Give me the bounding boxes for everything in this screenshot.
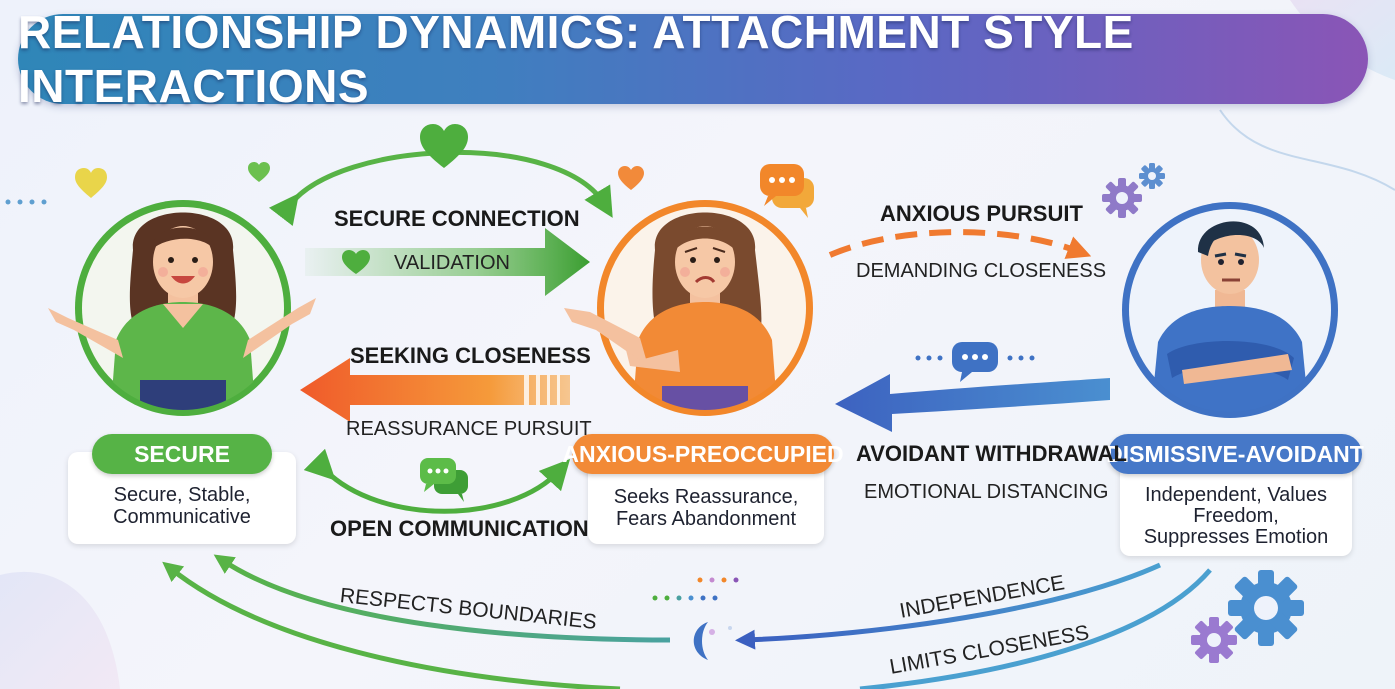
heart-icon: [618, 166, 644, 190]
gear-icon: [1139, 163, 1165, 189]
anxious-pursuit-label: ANXIOUS PURSUIT: [880, 201, 1083, 226]
anxious-badge: ANXIOUS-PREOCCUPIED: [562, 434, 844, 474]
avoidant-badge-label: DISMISSIVE-AVOIDANT: [1106, 440, 1364, 467]
heart-icon: [248, 162, 270, 182]
secure-avatar: [48, 200, 316, 416]
heart-icon: [420, 124, 468, 168]
gear-icon: [1102, 178, 1142, 218]
avoidant-withdrawal-band-arrow: [835, 374, 1110, 432]
chat-bubble-icon: [760, 164, 814, 218]
avoidant-desc-line: Independent, Values: [1144, 483, 1327, 506]
avoidant-withdrawal-label: AVOIDANT WITHDRAWAL: [856, 441, 1127, 466]
validation-band-arrow: [305, 228, 590, 296]
respects-boundaries-arrow: [213, 554, 671, 643]
anxious-desc-line: Seeks Reassurance,: [613, 486, 799, 508]
heart-icon: [75, 168, 107, 198]
avoidant-avatar: [1122, 202, 1338, 418]
reassurance-pursuit-label: REASSURANCE PURSUIT: [346, 418, 592, 440]
secure-badge: SECURE: [92, 434, 272, 474]
outer-return-arrow: [162, 561, 621, 689]
gear-icon: [1228, 570, 1304, 646]
avoidant-desc-line: Freedom,: [1193, 504, 1279, 527]
dotted-trail-left: [5, 199, 47, 205]
demanding-closeness-label: DEMANDING CLOSENESS: [856, 260, 1107, 282]
secure-desc-line: Secure, Stable,: [113, 484, 251, 506]
emotional-distancing-label: EMOTIONAL DISTANCING: [864, 481, 1109, 503]
chat-bubble-icon: [952, 342, 998, 382]
open-communication-arrow: [303, 448, 571, 514]
secure-desc-line: Communicative: [113, 506, 251, 528]
secure-connection-label: SECURE CONNECTION: [334, 206, 580, 231]
chat-bubble-icon: [420, 458, 468, 502]
open-communication-label: OPEN COMMUNICATION: [330, 516, 589, 541]
title-banner: RELATIONSHIP DYNAMICS: ATTACHMENT STYLE …: [18, 6, 1368, 112]
seeking-closeness-label: SEEKING CLOSENESS: [350, 343, 591, 368]
anxious-badge-label: ANXIOUS-PREOCCUPIED: [562, 440, 844, 467]
dotted-trail-bottom: [652, 577, 739, 601]
independence-arrow: [735, 562, 1162, 650]
avoidant-description: Independent, Values Freedom, Suppresses …: [1120, 460, 1352, 556]
anxious-desc-line: Fears Abandonment: [615, 508, 797, 530]
seeking-closeness-band-arrow: [300, 358, 570, 422]
secure-badge-label: SECURE: [134, 440, 230, 467]
crescent-icon: [693, 622, 708, 660]
avoidant-badge: DISMISSIVE-AVOIDANT: [1106, 434, 1364, 474]
validation-label: VALIDATION: [394, 252, 510, 274]
diagram-title: RELATIONSHIP DYNAMICS: ATTACHMENT STYLE …: [18, 6, 1134, 112]
gear-icon: [1191, 617, 1237, 663]
dotted-trail-mid: [915, 355, 1035, 361]
anxious-pursuit-arrow: [828, 229, 1092, 259]
outer-independence-arrow: [859, 568, 1212, 689]
anxious-avatar: [564, 200, 813, 416]
avoidant-desc-line: Suppresses Emotion: [1143, 525, 1329, 548]
heart-icon: [342, 250, 370, 274]
